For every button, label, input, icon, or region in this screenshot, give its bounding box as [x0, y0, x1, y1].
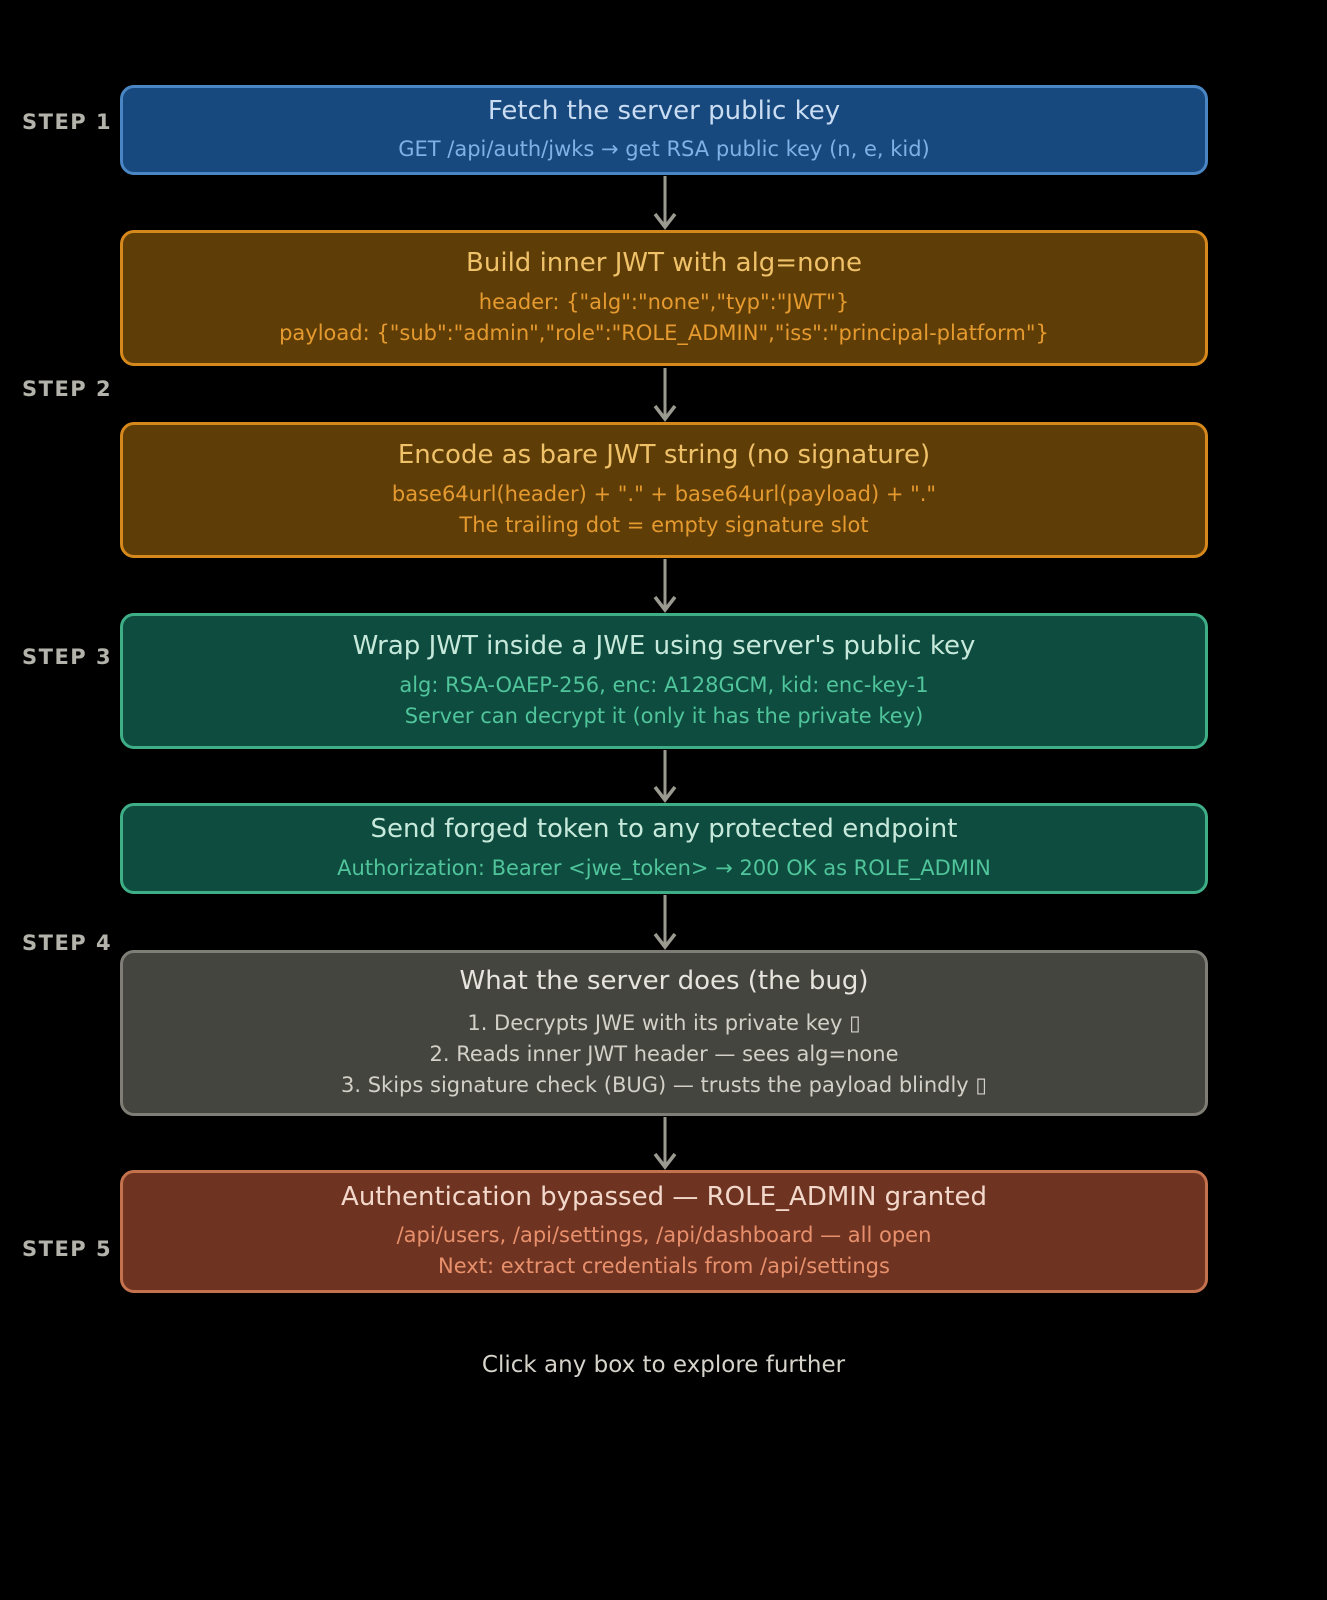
step-label-4: STEP 4: [22, 931, 113, 955]
box-line: header: {"alg":"none","typ":"JWT"}: [478, 289, 850, 314]
box-title: Encode as bare JWT string (no signature): [397, 440, 931, 471]
box-title: Build inner JWT with alg=none: [466, 248, 862, 279]
box-auth-bypassed[interactable]: Authentication bypassed — ROLE_ADMIN gra…: [120, 1170, 1208, 1293]
flow-arrow-2: [653, 368, 677, 422]
flow-arrow-6: [653, 1117, 677, 1170]
box-title: What the server does (the bug): [459, 965, 869, 996]
box-line: base64url(header) + "." + base64url(payl…: [391, 481, 937, 506]
box-line: 1. Decrypts JWE with its private key ▯: [467, 1011, 861, 1036]
box-title: Send forged token to any protected endpo…: [370, 814, 958, 845]
box-title: Fetch the server public key: [487, 95, 841, 126]
box-encode-bare-jwt[interactable]: Encode as bare JWT string (no signature)…: [120, 422, 1208, 558]
step-label-1: STEP 1: [22, 110, 113, 134]
flow-arrow-5: [653, 895, 677, 950]
box-line: Authorization: Bearer <jwe_token> → 200 …: [337, 855, 991, 880]
box-title: Authentication bypassed — ROLE_ADMIN gra…: [341, 1181, 987, 1212]
flow-arrow-4: [653, 750, 677, 803]
box-line: /api/users, /api/settings, /api/dashboar…: [396, 1223, 932, 1248]
box-line: Server can decrypt it (only it has the p…: [404, 703, 924, 728]
box-send-forged-token[interactable]: Send forged token to any protected endpo…: [120, 803, 1208, 894]
box-line: 3. Skips signature check (BUG) — trusts …: [341, 1073, 987, 1098]
box-build-inner-jwt[interactable]: Build inner JWT with alg=none header: {"…: [120, 230, 1208, 366]
footer-hint: Click any box to explore further: [481, 1352, 846, 1378]
box-line: The trailing dot = empty signature slot: [459, 512, 869, 537]
box-server-behavior-bug[interactable]: What the server does (the bug) 1. Decryp…: [120, 950, 1208, 1116]
box-line: 2. Reads inner JWT header — sees alg=non…: [429, 1042, 899, 1067]
flow-arrow-3: [653, 559, 677, 613]
box-line: Next: extract credentials from /api/sett…: [438, 1254, 890, 1279]
box-wrap-jwt-in-jwe[interactable]: Wrap JWT inside a JWE using server's pub…: [120, 613, 1208, 749]
step-label-2: STEP 2: [22, 377, 113, 401]
box-title: Wrap JWT inside a JWE using server's pub…: [352, 631, 976, 662]
box-line: payload: {"sub":"admin","role":"ROLE_ADM…: [279, 320, 1049, 345]
box-line: alg: RSA-OAEP-256, enc: A128GCM, kid: en…: [399, 672, 929, 697]
step-label-3: STEP 3: [22, 645, 113, 669]
step-label-5: STEP 5: [22, 1237, 113, 1261]
flow-arrow-1: [653, 176, 677, 230]
box-fetch-public-key[interactable]: Fetch the server public key GET /api/aut…: [120, 85, 1208, 175]
box-line: GET /api/auth/jwks → get RSA public key …: [398, 137, 930, 162]
